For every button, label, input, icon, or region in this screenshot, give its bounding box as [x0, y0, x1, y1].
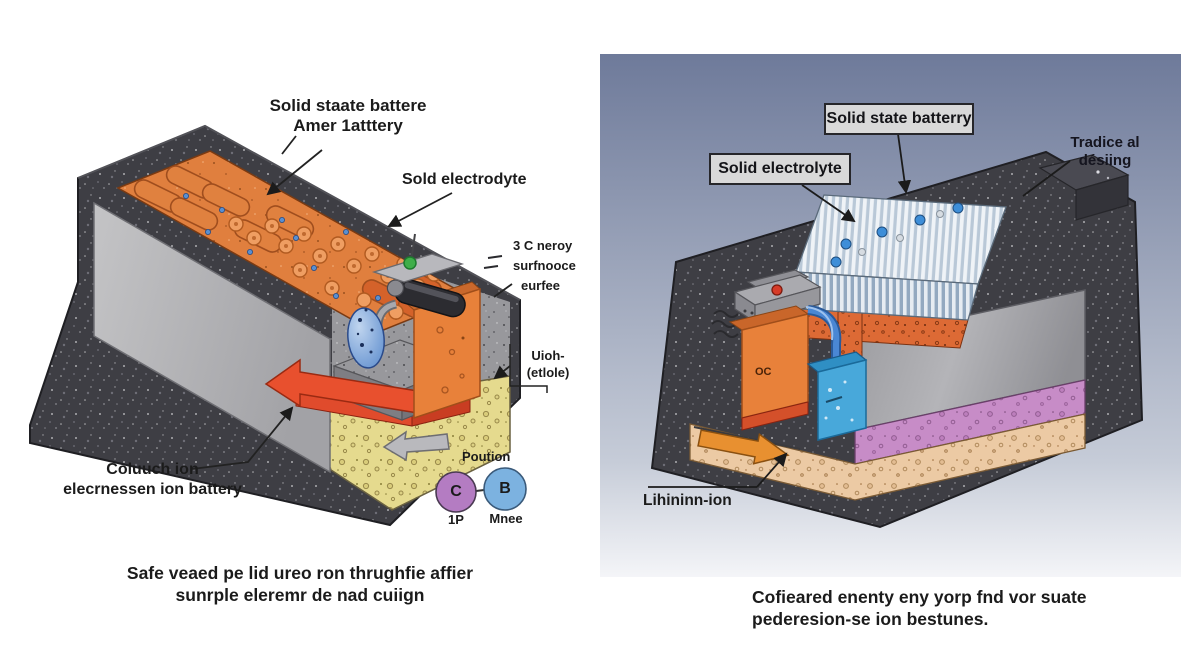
right-battery-diagram — [648, 133, 1144, 529]
converter-box — [728, 305, 810, 431]
ion-spheres — [830, 202, 964, 268]
right-leader-lines — [648, 133, 1071, 488]
left-caption-line2: sunrple eleremr de nad cuiign — [175, 584, 425, 605]
legend-sub-mnee: Mnee — [489, 511, 523, 526]
label-cathode-line2: elecrnessen ion battery — [63, 481, 242, 498]
legend-sub-1p: 1P — [448, 512, 464, 527]
electrolyte-egg — [347, 307, 385, 369]
blue-box — [806, 351, 868, 441]
casing-rim-highlight — [77, 124, 521, 301]
coolant-tube — [805, 305, 842, 366]
slot-arrow-icon — [382, 430, 450, 462]
legend-title: Poution — [462, 449, 511, 464]
battery-cells — [133, 165, 447, 329]
label-anode-line2: (etlole) — [526, 365, 570, 380]
label-cathode: Coluuch ion elecrnessen ion battery — [45, 460, 260, 500]
left-leader-lines — [191, 135, 548, 470]
dash-marks — [483, 255, 503, 269]
squiggle-marks — [711, 310, 739, 338]
left-caption-line1: Safe veaed pe lid ureo ron thrughfie aff… — [126, 563, 474, 583]
terminal-block — [1038, 154, 1130, 221]
label-anode: Uioh- (etlole) — [518, 347, 578, 381]
label-design-line2: désiing — [1078, 152, 1132, 169]
label-side-note: 3 C neroy surfnooce eurfee — [513, 236, 576, 296]
battery-cell-pill — [169, 197, 219, 231]
label-box-electrolyte: Solid electrolyte — [709, 153, 851, 185]
indicator-pad — [371, 233, 465, 283]
label-cathode-line1: Coluuch ion — [106, 461, 199, 478]
label-top-line2: Amer 1atttery — [293, 116, 403, 135]
right-caption-line1: Cofieared enenty eny yorp fnd vor suate — [752, 587, 1087, 607]
legend-connector — [475, 489, 485, 492]
label-traditional-design: Tradice al désiing — [1055, 134, 1155, 170]
red-indicator — [771, 284, 783, 296]
left-battery-diagram — [29, 124, 548, 527]
module-cap — [733, 269, 822, 324]
label-note-line2: surfnooce — [513, 258, 576, 273]
label-lithium-ion: Lihininn-ion — [643, 492, 732, 509]
legend — [435, 467, 527, 513]
label-note-line1: 3 C neroy — [513, 238, 573, 253]
cell-end-circles — [228, 216, 442, 320]
inner-wall — [93, 201, 331, 474]
right-caption: Cofieared enenty eny yorp fnd vor suate … — [752, 586, 1087, 630]
ion-flow-arrow-icon — [697, 429, 790, 465]
arrow-slot-line — [693, 426, 801, 450]
label-note-line3: eurfee — [521, 278, 561, 293]
green-indicator — [403, 256, 417, 270]
label-top-title: Solid staate battere Amer 1atttery — [228, 96, 468, 136]
converter-box-text: OC — [755, 366, 772, 378]
label-anode-line1: Uioh- — [531, 348, 565, 363]
legend-circle-b — [483, 467, 527, 511]
egg-speckles — [356, 308, 374, 354]
label-top-line1: Solid staate battere — [269, 96, 427, 115]
label-electrolyte: Sold electrodyte — [402, 171, 527, 188]
label-box-battery: Solid state batterry — [824, 103, 974, 135]
left-caption: Safe veaed pe lid ureo ron thrughfie aff… — [95, 563, 505, 606]
legend-circle-c — [435, 471, 477, 513]
bottom-layer — [689, 413, 1086, 501]
right-caption-line2: pederesion-se ion bestunes. — [752, 609, 989, 629]
legend-letter-c: C — [450, 483, 462, 500]
label-design-line1: Tradice al — [1070, 134, 1140, 151]
legend-letter-b: B — [499, 480, 511, 497]
